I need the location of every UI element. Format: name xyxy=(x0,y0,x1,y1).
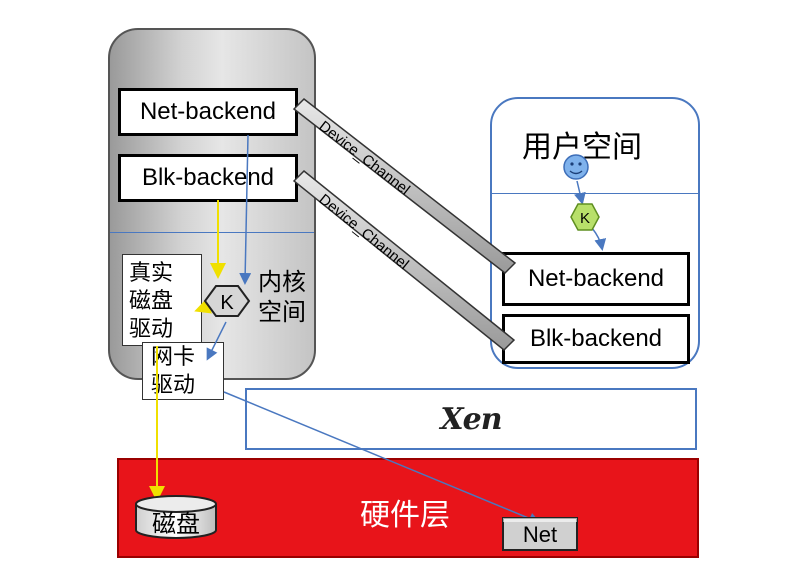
kernel-space-label: 内核 空间 xyxy=(258,268,314,328)
domu-kernel-icon-label: K xyxy=(580,210,590,227)
kernel-to-nic-driver-arrow xyxy=(206,321,227,361)
kernel-to-net-frontend-arrow xyxy=(591,227,607,251)
kernel-space-line-1: 内核 xyxy=(258,269,306,296)
domu-kernel-icon: K xyxy=(570,203,600,231)
device-channel-blk: Device_Channel xyxy=(292,169,516,352)
nic-driver-line-1: 网卡 xyxy=(151,344,196,369)
dom0-blk-backend-label: Blk-backend xyxy=(141,164,275,191)
disk-driver-line-2: 磁盘 xyxy=(129,288,174,313)
domu-net-frontend: Net-backend xyxy=(502,252,690,306)
net-backend-to-kernel-arrow xyxy=(239,134,252,285)
xen-logo: Xen xyxy=(440,401,502,437)
disk-cylinder-icon: 磁盘 xyxy=(135,495,217,539)
domu-net-frontend-label: Net-backend xyxy=(527,265,665,292)
user-to-kernel-arrow xyxy=(574,180,586,205)
user-smiley-icon xyxy=(563,154,589,180)
disk-driver-box: 真实 磁盘 驱动 xyxy=(122,254,202,346)
disk-driver-line-3: 驱动 xyxy=(129,316,174,341)
dom0-net-backend: Net-backend xyxy=(118,88,298,136)
dom0-kernel-divider xyxy=(110,232,314,233)
domu-blk-frontend-label: Blk-backend xyxy=(529,325,663,352)
net-hardware-label: Net xyxy=(523,522,557,547)
dom0-kernel-icon: K xyxy=(203,285,251,317)
disk-driver-line-1: 真实 xyxy=(129,260,174,285)
domu-kernel-divider xyxy=(492,193,698,194)
disk-label: 磁盘 xyxy=(152,511,200,538)
nic-driver-to-net-arrow xyxy=(223,391,541,525)
dom0-kernel-icon-label: K xyxy=(220,292,234,314)
device-channel-net: Device_Channel xyxy=(292,98,517,274)
nic-driver-line-2: 驱动 xyxy=(151,372,196,397)
dom0-net-backend-label: Net-backend xyxy=(139,98,277,125)
kernel-space-line-2: 空间 xyxy=(258,299,306,326)
net-hardware-box: Net xyxy=(502,517,578,551)
dom0-blk-backend: Blk-backend xyxy=(118,154,298,202)
device-channel-net-label: Device_Channel xyxy=(316,118,413,199)
hardware-label: 硬件层 xyxy=(360,499,450,532)
device-channel-blk-label: Device_Channel xyxy=(315,191,411,273)
xen-hypervisor-bar: Xen xyxy=(245,388,697,450)
